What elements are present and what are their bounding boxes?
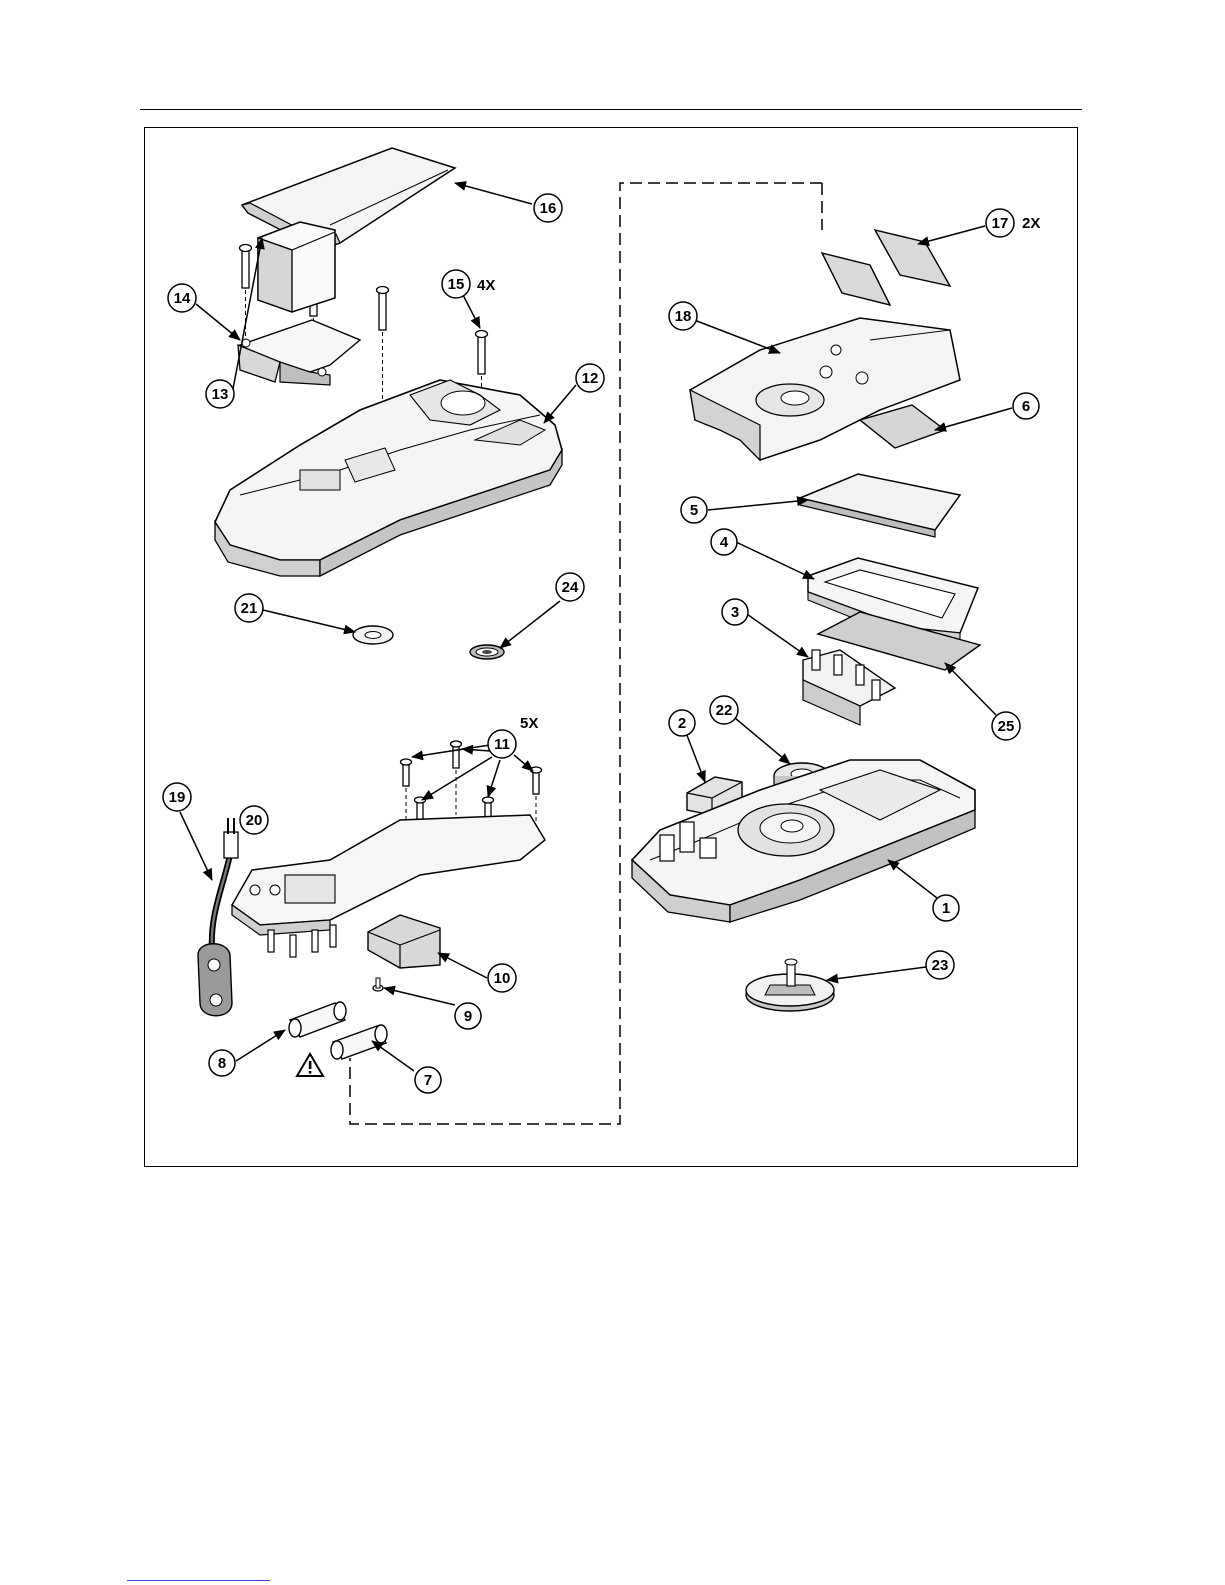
part-1-front-case <box>632 760 975 922</box>
callout-21: 21 <box>235 594 263 622</box>
callout-5: 5 <box>681 497 707 523</box>
part-8-fuse <box>289 1002 346 1037</box>
warning-triangle-icon <box>297 1054 323 1076</box>
part-24-spring <box>470 645 504 659</box>
qty-label-11: 5X <box>520 715 538 732</box>
callout-16: 16 <box>534 194 562 222</box>
part-21-washer <box>353 626 393 644</box>
callout-label: 14 <box>174 290 191 307</box>
part-10-input-connector <box>368 915 440 968</box>
part-14-battery-holder <box>238 320 360 385</box>
callout-label: 2 <box>678 715 686 732</box>
callout-label: 21 <box>241 600 258 617</box>
callout-label: 20 <box>246 812 263 829</box>
callout-label: 12 <box>582 370 599 387</box>
callout-19: 19 <box>163 783 191 811</box>
part-23-rotary-knob <box>746 959 834 1011</box>
callout-label: 3 <box>731 604 739 621</box>
callout-25: 25 <box>992 712 1020 740</box>
callout-label: 7 <box>424 1072 432 1089</box>
callout-label: 5 <box>690 502 698 519</box>
callout-4: 4 <box>711 529 737 555</box>
callout-8: 8 <box>209 1050 235 1076</box>
callout-23: 23 <box>926 951 954 979</box>
callout-6: 6 <box>1013 393 1039 419</box>
callout-label: 13 <box>212 386 229 403</box>
callout-label: 23 <box>932 957 949 974</box>
callout-2: 2 <box>669 710 695 736</box>
callout-15: 15 <box>442 270 470 298</box>
callout-label: 19 <box>169 789 186 806</box>
part-11-screws <box>401 741 542 824</box>
callout-label: 15 <box>448 276 465 293</box>
callout-9: 9 <box>455 1003 481 1029</box>
callout-11: 11 <box>488 730 516 758</box>
part-7-fuse <box>331 1025 387 1059</box>
callout-label: 24 <box>562 579 579 596</box>
callout-18: 18 <box>669 302 697 330</box>
callout-label: 10 <box>494 970 511 987</box>
callout-label: 22 <box>716 702 733 719</box>
callout-label: 1 <box>942 900 950 917</box>
part-20-connector <box>224 818 238 858</box>
callout-12: 12 <box>576 364 604 392</box>
callout-7: 7 <box>415 1067 441 1093</box>
callout-10: 10 <box>488 964 516 992</box>
callout-label: 25 <box>998 718 1015 735</box>
callout-label: 11 <box>494 736 510 753</box>
callout-label: 8 <box>218 1055 226 1072</box>
callout-17: 17 <box>986 209 1014 237</box>
part-12-rear-case <box>215 380 562 576</box>
part-5-lcd <box>800 474 960 537</box>
callout-1: 1 <box>933 895 959 921</box>
part-3-post-assembly <box>803 650 895 725</box>
callout-14: 14 <box>168 284 196 312</box>
callout-label: 17 <box>992 215 1009 232</box>
part-19-cable-assembly <box>198 855 232 1016</box>
callout-label: 6 <box>1022 398 1030 415</box>
callout-label: 9 <box>464 1008 472 1025</box>
callout-22: 22 <box>710 696 738 724</box>
part-13-battery <box>258 222 335 312</box>
callout-3: 3 <box>722 599 748 625</box>
part-9-screw <box>373 978 383 991</box>
qty-label-15: 4X <box>477 277 495 294</box>
callout-label: 18 <box>675 308 692 325</box>
callout-20: 20 <box>240 806 268 834</box>
qty-label-17: 2X <box>1022 215 1040 232</box>
callout-label: 4 <box>720 534 729 551</box>
callout-24: 24 <box>556 573 584 601</box>
callout-13: 13 <box>206 380 234 408</box>
callout-label: 16 <box>540 200 557 217</box>
